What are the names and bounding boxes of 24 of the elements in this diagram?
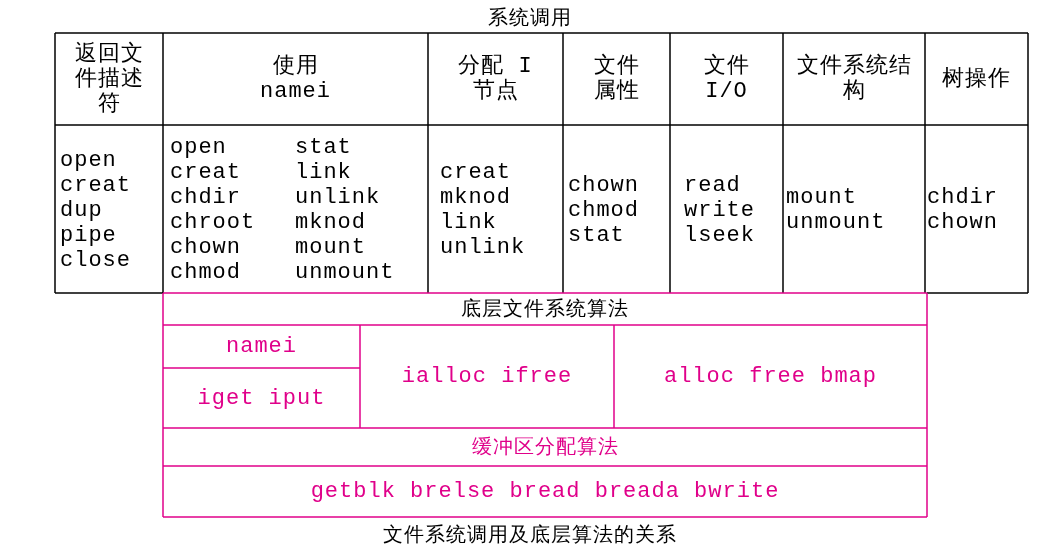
section-heading: 缓冲区分配算法 [471, 434, 619, 460]
algorithm-label: iget iput [197, 385, 326, 411]
column-header: 文件属性 [592, 54, 641, 104]
command-list: read write lseek [684, 172, 774, 248]
command-list: chdir chown [927, 185, 1022, 235]
algorithm-label: alloc free bmap [663, 364, 877, 389]
table-caption: 文件系统调用及底层算法的关系 [383, 522, 677, 548]
command-list: stat link unlink mknod mount unmount [295, 135, 420, 285]
algorithm-label: getblk brelse bread breada bwrite [310, 479, 780, 504]
section-heading: 底层文件系统算法 [461, 296, 629, 322]
column-header: 树操作 [941, 66, 1012, 92]
column-header: 使用 namei [259, 54, 332, 104]
command-list: chown chmod stat [568, 172, 663, 248]
column-header: 分配 I 节点 [457, 54, 534, 104]
algorithm-label: namei [226, 334, 297, 359]
algorithm-label: ialloc ifree [401, 364, 573, 389]
table-title: 系统调用 [488, 5, 572, 31]
column-header: 返回文件描述符 [74, 41, 144, 117]
command-list: creat mknod link unlink [440, 160, 550, 260]
command-list: open creat dup pipe close [60, 147, 155, 273]
column-header: 文件系统结构 [795, 54, 913, 104]
command-list: mount unmount [786, 185, 916, 235]
command-list: open creat chdir chroot chown chmod [170, 135, 285, 285]
column-header: 文件 I/O [702, 54, 751, 104]
